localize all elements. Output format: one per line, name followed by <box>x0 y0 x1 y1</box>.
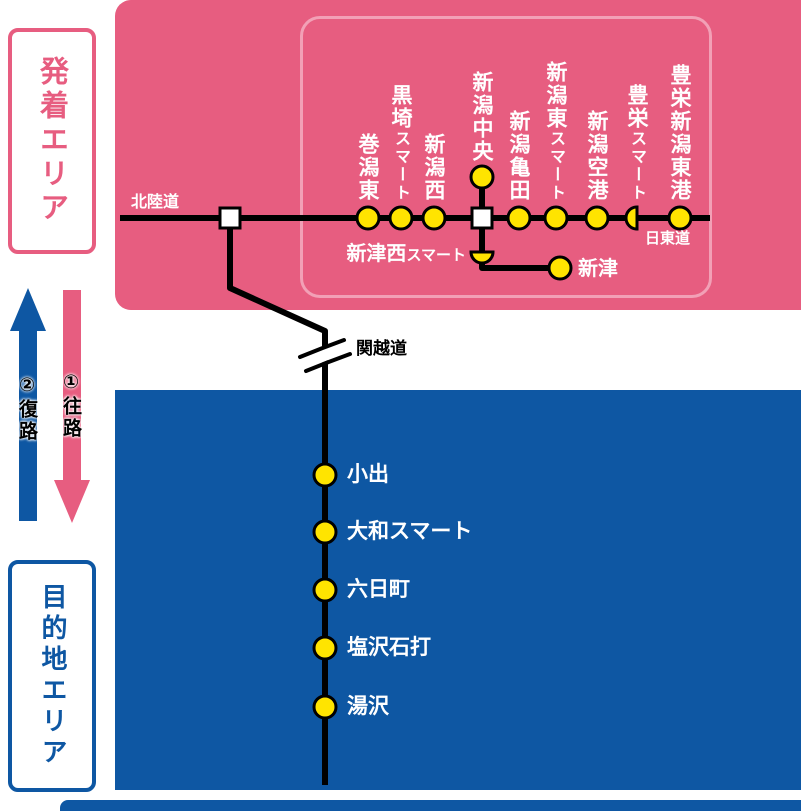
niigata-chuo-junction-square <box>470 206 494 230</box>
nitto-expressway-label: 日東道 <box>645 229 691 247</box>
departure-area-label: 発着エリア <box>35 56 70 226</box>
return-up-arrow <box>10 288 46 521</box>
station-dot-niigata-airport <box>584 205 610 231</box>
station-label-koide: 小出 <box>347 462 389 486</box>
station-label-yuzawa: 湯沢 <box>347 694 389 718</box>
station-label-yamato-smart: 大和スマート <box>347 519 473 543</box>
station-dot-shiozawa-ishiuchi <box>312 635 338 661</box>
road-break-mark-bottom <box>304 352 352 373</box>
station-label-toyosaka-niigata-higashiko: 豊栄新潟東港 <box>668 64 692 202</box>
station-dot-maki-katahigashi <box>355 205 381 231</box>
kanetsu-expressway-label: 関越道 <box>356 339 407 359</box>
station-label-muikamachi: 六日町 <box>347 577 410 601</box>
road-break-gap <box>295 337 355 370</box>
station-halfdot-niitsu-nishi-smart <box>469 250 495 265</box>
destination-area-background <box>115 390 801 790</box>
station-dot-yuzawa <box>312 694 338 720</box>
station-dot-niigata-kameda <box>506 205 532 231</box>
departure-area-box: 発着エリア <box>8 28 96 254</box>
station-label-text: 新潟西 <box>422 133 446 202</box>
station-label-text: 黒埼 <box>389 84 413 130</box>
hokuriku-expressway-label: 北陸道 <box>131 192 180 211</box>
station-label-niigata-nishi: 新潟西 <box>422 133 446 202</box>
station-label-text: 新潟中央 <box>470 71 494 163</box>
station-label-suffix: スマート <box>392 130 411 202</box>
hokuriku-kanetsu-junction-square <box>218 206 242 230</box>
return-direction-label: ②復路 <box>16 374 38 443</box>
station-label-niigata-higashi-smart: 新潟東スマート <box>544 61 568 202</box>
station-label-niigata-kameda: 新潟亀田 <box>507 110 531 202</box>
bottom-blue-strip <box>60 800 801 811</box>
station-label-niigata-airport: 新潟空港 <box>585 110 609 202</box>
departure-area-inner-outline <box>300 16 712 298</box>
station-label-niitsu: 新津 <box>578 256 618 280</box>
station-label-suffix: スマート <box>406 246 466 264</box>
outbound-direction-label: ①往路 <box>60 371 82 440</box>
station-dot-kurosaki-smart <box>388 205 414 231</box>
station-dot-koide <box>312 462 338 488</box>
station-dot-niitsu <box>547 255 573 281</box>
station-label-maki-katahigashi: 巻潟東 <box>356 133 380 202</box>
station-label-toyosaka-smart: 豊栄スマート <box>625 84 649 202</box>
station-label-shiozawa-ishiuchi: 塩沢石打 <box>347 635 431 659</box>
station-label-kurosaki-smart: 黒埼スマート <box>389 84 413 202</box>
destination-area-label: 目的地エリア <box>37 583 67 769</box>
destination-area-box: 目的地エリア <box>8 560 96 792</box>
station-label-text: 豊栄 <box>625 84 649 130</box>
station-dot-muikamachi <box>312 577 338 603</box>
station-dot-toyosaka-niigata-higashiko <box>667 205 693 231</box>
station-dot-niigata-nishi <box>421 205 447 231</box>
station-label-text: 新潟亀田 <box>507 110 531 202</box>
station-label-niitsu-nishi-smart: 新津西スマート <box>300 243 466 263</box>
kanetsu-road-line <box>227 221 328 785</box>
station-label-text: 新潟東 <box>544 61 568 130</box>
station-label-suffix: スマート <box>547 130 566 202</box>
station-label-text: 巻潟東 <box>356 133 380 202</box>
station-label-niigata-chuo: 新潟中央 <box>470 71 494 163</box>
station-dot-niigata-higashi-smart <box>543 205 569 231</box>
station-label-suffix: スマート <box>628 130 647 202</box>
road-break-mark-top <box>298 338 346 359</box>
station-label-text: 豊栄新潟東港 <box>668 64 692 202</box>
station-label-text: 新津西 <box>346 241 407 265</box>
station-dot-niigata-chuo <box>469 164 495 190</box>
station-dot-yamato-smart <box>312 519 338 545</box>
station-label-text: 新潟空港 <box>585 110 609 202</box>
outbound-down-arrow <box>54 290 90 523</box>
station-halfdot-toyosaka-smart <box>624 205 639 231</box>
